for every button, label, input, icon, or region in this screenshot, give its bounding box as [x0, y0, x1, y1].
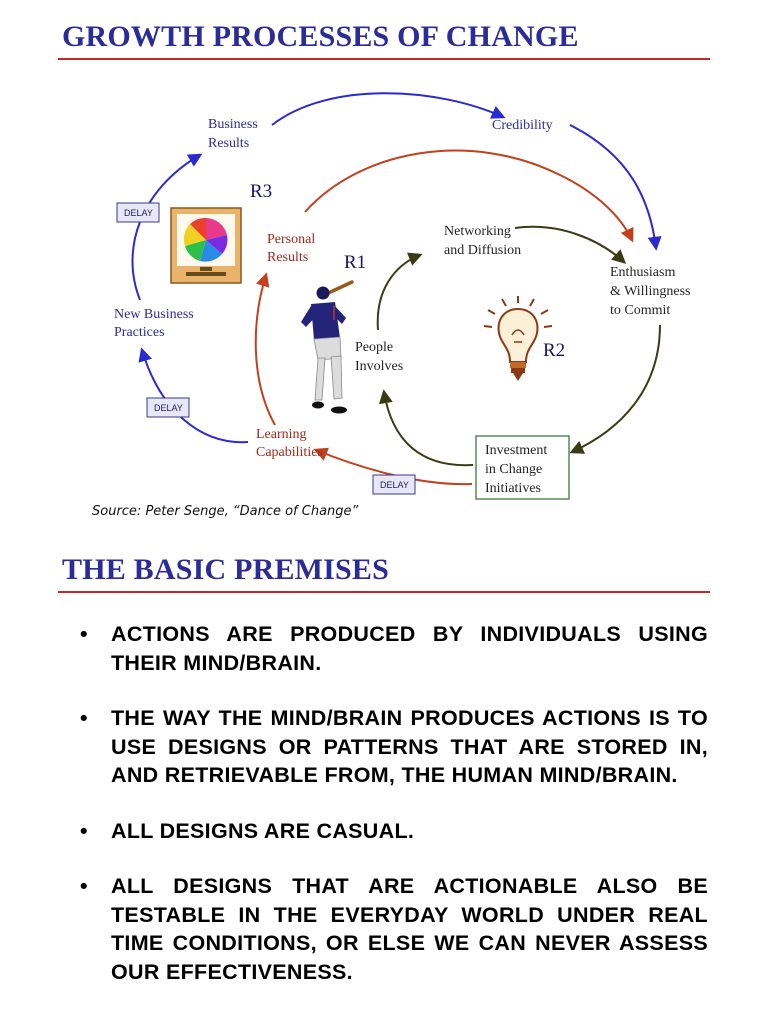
section-title-premises: THE BASIC PREMISES: [62, 553, 390, 586]
baseball-player-icon: [301, 280, 354, 414]
pie-chart-monitor-icon: [170, 207, 242, 284]
list-item-text: THE WAY THE MIND/BRAIN PRODUCES ACTIONS …: [111, 706, 708, 787]
list-item: • ALL DESIGNS THAT ARE ACTIONABLE ALSO B…: [78, 872, 708, 986]
label-business-results: Business Results: [208, 117, 261, 151]
label-new-business: New Business Practices: [114, 307, 197, 340]
bullet-marker: •: [80, 706, 88, 730]
delay-box-top: DELAY: [116, 202, 160, 223]
investment-box: [475, 435, 570, 500]
arrow-credibility-to-enthusiasm: [569, 124, 662, 251]
label-personal-results: Personal Results: [267, 232, 319, 265]
arrow-personal-to-enthusiasm: [304, 149, 634, 243]
label-credibility: Credibility: [492, 118, 553, 133]
list-item: • ALL DESIGNS ARE CASUAL.: [78, 817, 708, 846]
label-investment: Investment in Change Initiatives: [485, 443, 551, 496]
svg-text:DELAY: DELAY: [380, 480, 409, 490]
section-title-growth: GROWTH PROCESSES OF CHANGE: [62, 20, 579, 53]
growth-loop-diagram: Business Results Credibility Personal Re…: [114, 92, 694, 500]
lightbulb-icon: [483, 296, 553, 381]
arrow-networking-to-enthusiasm: [514, 225, 627, 264]
delay-box-bottom: DELAY: [372, 474, 416, 495]
title-rule: [58, 58, 710, 60]
bullet-marker: •: [80, 874, 88, 898]
arrow-business-to-credibility: [271, 92, 506, 126]
list-item-text: ACTIONS ARE PRODUCED BY INDIVIDUALS USIN…: [111, 622, 708, 675]
list-item-text: ALL DESIGNS THAT ARE ACTIONABLE ALSO BE …: [111, 874, 708, 984]
premises-list: • ACTIONS ARE PRODUCED BY INDIVIDUALS US…: [78, 620, 708, 1013]
label-enthusiasm: Enthusiasm & Willingness to Commit: [610, 265, 694, 318]
svg-text:DELAY: DELAY: [124, 208, 153, 218]
arrow-learning-to-newbusiness: [138, 347, 249, 444]
label-people-involves: People Involves: [355, 340, 403, 374]
label-networking: Networking and Diffusion: [444, 224, 521, 258]
arrow-enthusiasm-to-investment: [569, 324, 661, 454]
arrow-investment-to-learning: [313, 447, 473, 486]
source-caption: Source: Peter Senge, “Dance of Change”: [92, 504, 359, 519]
list-item-text: ALL DESIGNS ARE CASUAL.: [111, 818, 415, 843]
bullet-marker: •: [80, 818, 88, 843]
arrow-learning-to-personal: [254, 272, 276, 426]
delay-box-left: DELAY: [146, 397, 190, 418]
arrow-people-to-networking: [376, 252, 423, 331]
label-learning: Learning Capabilities: [256, 427, 323, 460]
bullet-marker: •: [80, 622, 88, 646]
list-item: • THE WAY THE MIND/BRAIN PRODUCES ACTION…: [78, 704, 708, 790]
list-item: • ACTIONS ARE PRODUCED BY INDIVIDUALS US…: [78, 620, 708, 677]
loop-label-r2: R2: [543, 340, 565, 361]
arrow-investment-to-people: [378, 389, 474, 467]
premises-rule: [58, 591, 710, 593]
svg-text:DELAY: DELAY: [154, 403, 183, 413]
loop-label-r1: R1: [344, 252, 366, 273]
loop-label-r3: R3: [250, 181, 272, 202]
